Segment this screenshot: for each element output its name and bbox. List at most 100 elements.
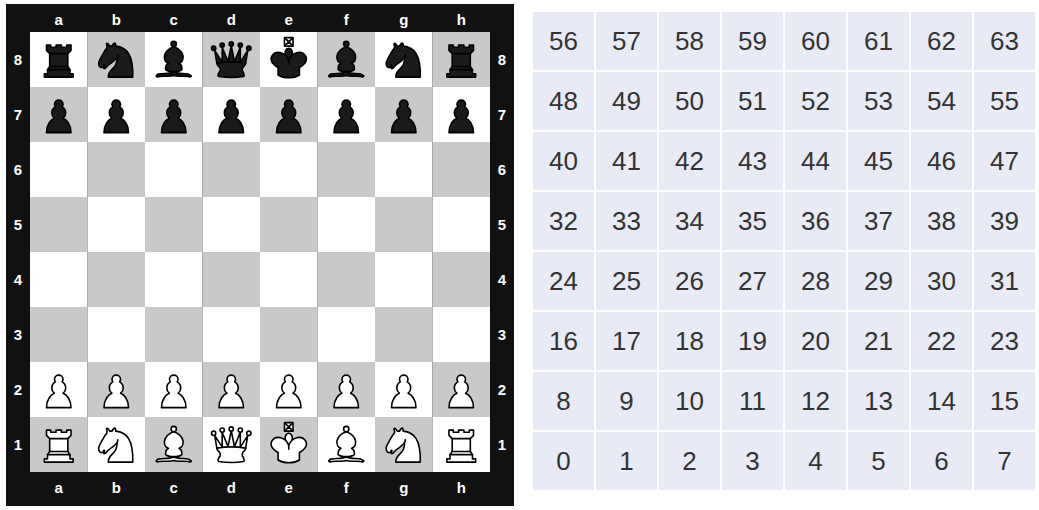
- chess-piece: [447, 45, 476, 77]
- chess-piece: [212, 42, 251, 77]
- board-square: [375, 32, 433, 87]
- board-square: [88, 32, 146, 87]
- square-index: 35: [722, 192, 783, 250]
- board-square: [260, 87, 318, 142]
- square-index: 27: [722, 252, 783, 310]
- chess-piece: [46, 375, 71, 408]
- square-index: 43: [722, 132, 783, 190]
- square-index: 18: [659, 312, 720, 370]
- board-square: [260, 307, 318, 362]
- square-index: 32: [533, 192, 594, 250]
- board-square: [203, 417, 261, 472]
- chess-piece: [386, 43, 420, 77]
- board-square: [88, 252, 146, 307]
- square-index: 16: [533, 312, 594, 370]
- board-square: [375, 362, 433, 417]
- rank-label: 7: [491, 87, 513, 142]
- chess-piece: [449, 375, 474, 408]
- square-index: 6: [911, 432, 972, 490]
- square-index: 15: [974, 372, 1035, 430]
- square-index: 17: [596, 312, 657, 370]
- board-square: [318, 307, 376, 362]
- square-index: 39: [974, 192, 1035, 250]
- square-index: 34: [659, 192, 720, 250]
- file-label: a: [30, 473, 88, 501]
- rank-label: 8: [491, 32, 513, 87]
- square-index: 54: [911, 72, 972, 130]
- rank-label: 1: [7, 417, 29, 472]
- board-square: [318, 32, 376, 87]
- board-square: [203, 197, 261, 252]
- square-index: 55: [974, 72, 1035, 130]
- board-square: [433, 32, 491, 87]
- file-label: a: [30, 6, 88, 32]
- board-square: [433, 142, 491, 197]
- chess-piece: [104, 375, 129, 408]
- file-label: g: [375, 473, 433, 501]
- board-square: [30, 197, 88, 252]
- board-square: [145, 197, 203, 252]
- chess-piece: [46, 100, 71, 133]
- board-square: [260, 197, 318, 252]
- rank-label: 6: [7, 142, 29, 197]
- board-square: [433, 307, 491, 362]
- board-square: [318, 252, 376, 307]
- chess-piece: [99, 43, 133, 77]
- square-index: 60: [785, 12, 846, 70]
- file-label: g: [375, 6, 433, 32]
- board-square: [318, 87, 376, 142]
- square-index: 7: [974, 432, 1035, 490]
- board-square: [145, 87, 203, 142]
- board-square: [318, 142, 376, 197]
- square-index: 28: [785, 252, 846, 310]
- board-square: [433, 362, 491, 417]
- square-index: 1: [596, 432, 657, 490]
- chess-piece: [334, 100, 359, 133]
- board-square: [203, 87, 261, 142]
- square-index: 53: [848, 72, 909, 130]
- board-square: [375, 142, 433, 197]
- board-square: [30, 32, 88, 87]
- rank-label: 5: [7, 197, 29, 252]
- board-square: [145, 362, 203, 417]
- square-index: 63: [974, 12, 1035, 70]
- square-index: 49: [596, 72, 657, 130]
- square-index: 41: [596, 132, 657, 190]
- file-label: c: [145, 473, 203, 501]
- board-square: [203, 362, 261, 417]
- board-square: [30, 362, 88, 417]
- square-index: 52: [785, 72, 846, 130]
- chess-piece: [271, 38, 306, 78]
- board-square: [145, 252, 203, 307]
- square-index: 14: [911, 372, 972, 430]
- board-square: [30, 87, 88, 142]
- chess-piece: [271, 423, 306, 463]
- square-index: 44: [785, 132, 846, 190]
- square-index: 56: [533, 12, 594, 70]
- square-index: 58: [659, 12, 720, 70]
- board-square: [260, 417, 318, 472]
- square-index: 19: [722, 312, 783, 370]
- file-label: h: [433, 6, 491, 32]
- chess-piece: [44, 45, 73, 77]
- square-index: 38: [911, 192, 972, 250]
- board-square: [88, 197, 146, 252]
- board-square: [375, 417, 433, 472]
- square-index: 12: [785, 372, 846, 430]
- square-index: 3: [722, 432, 783, 490]
- square-index: 45: [848, 132, 909, 190]
- square-index: 30: [911, 252, 972, 310]
- board-square: [88, 362, 146, 417]
- square-index: 31: [974, 252, 1035, 310]
- board-square: [203, 307, 261, 362]
- square-index: 21: [848, 312, 909, 370]
- chess-piece: [329, 426, 364, 462]
- chess-piece: [212, 427, 251, 462]
- rank-label: 4: [7, 252, 29, 307]
- chess-piece: [104, 100, 129, 133]
- square-index: 20: [785, 312, 846, 370]
- board-square: [145, 142, 203, 197]
- square-index: 57: [596, 12, 657, 70]
- rank-label: 8: [7, 32, 29, 87]
- board-square: [260, 362, 318, 417]
